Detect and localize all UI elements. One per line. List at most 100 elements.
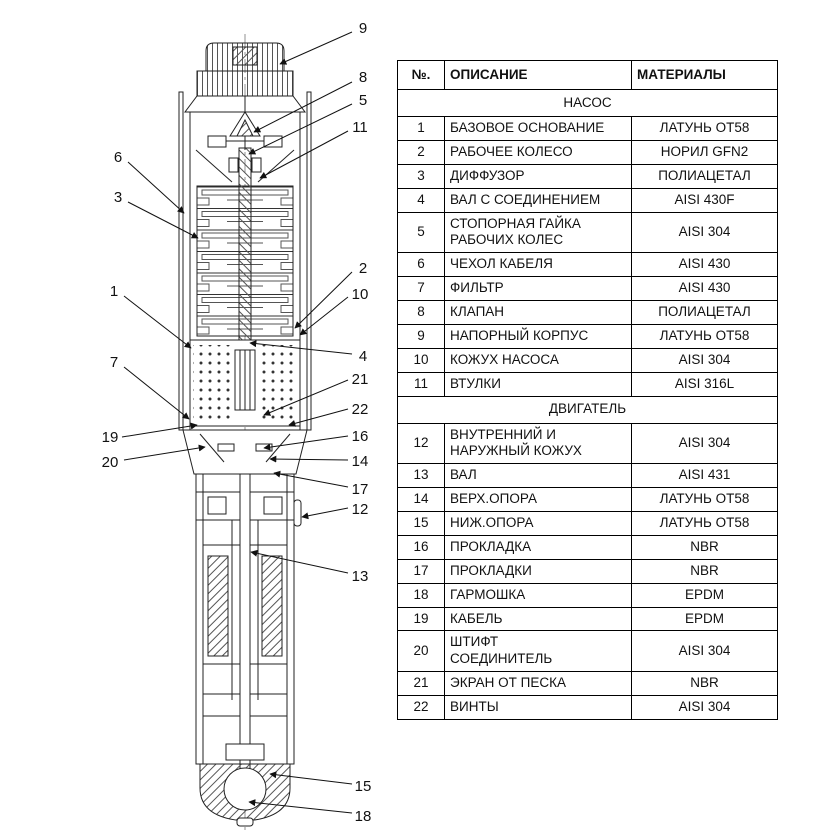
part-mat-cell: ЛАТУНЬ OT58 xyxy=(631,323,778,349)
part-desc-cell: ДИФФУЗОР xyxy=(444,163,632,189)
part-desc-cell: ФИЛЬТР xyxy=(444,276,632,301)
callout-label-19: 19 xyxy=(102,429,119,446)
part-desc-cell: ЧЕХОЛ КАБЕЛЯ xyxy=(444,252,632,278)
part-num-cell: 12 xyxy=(397,422,445,465)
leader-line-10 xyxy=(299,296,349,336)
leader-line-17 xyxy=(273,470,349,488)
leader-line-3 xyxy=(127,201,199,239)
leader-line-2 xyxy=(294,271,353,329)
header-description-col: ОПИСАНИЕ xyxy=(444,60,632,90)
leader-line-19 xyxy=(121,422,198,438)
callout-label-11: 11 xyxy=(352,119,368,136)
header-materials-col: МАТЕРИАЛЫ xyxy=(631,60,778,90)
bushing xyxy=(251,157,262,173)
part-mat-cell: ЛАТУНЬ OT58 xyxy=(631,116,778,141)
part-num-cell: 8 xyxy=(397,300,445,325)
part-num-cell: 16 xyxy=(397,534,445,560)
part-mat-cell: ЛАТУНЬ OT58 xyxy=(631,487,778,512)
callout-label-17: 17 xyxy=(352,481,369,498)
header-number-col: №. xyxy=(397,60,445,90)
part-num-cell: 14 xyxy=(397,487,445,512)
leader-line-11 xyxy=(259,130,349,179)
part-mat-cell: AISI 430F xyxy=(631,187,778,213)
callout-label-15: 15 xyxy=(355,778,372,795)
head-flange xyxy=(196,70,294,97)
part-num-cell: 19 xyxy=(397,606,445,632)
stator-winding-left xyxy=(207,555,229,657)
callout-label-6: 6 xyxy=(114,149,122,166)
leader-line-20 xyxy=(123,444,206,461)
callout-label-4: 4 xyxy=(359,348,367,365)
callout-label-14: 14 xyxy=(352,453,369,470)
leader-line-4 xyxy=(249,340,353,355)
part-num-cell: 13 xyxy=(397,463,445,489)
part-desc-cell: ВНУТРЕННИЙ И НАРУЖНЫЙ КОЖУХ xyxy=(444,422,632,465)
stator-winding-right xyxy=(261,555,283,657)
callout-label-21: 21 xyxy=(352,371,369,388)
part-num-cell: 11 xyxy=(397,371,445,397)
part-desc-cell: ВАЛ С СОЕДИНЕНИЕМ xyxy=(444,187,632,213)
part-desc-cell: БАЗОВОЕ ОСНОВАНИЕ xyxy=(444,116,632,141)
part-desc-cell: НИЖ.ОПОРА xyxy=(444,511,632,536)
leader-line-22 xyxy=(288,408,349,427)
part-desc-cell: ВЕРХ.ОПОРА xyxy=(444,487,632,512)
filter-perforations-right xyxy=(259,345,297,422)
section-title: НАСОС xyxy=(397,89,778,117)
callout-label-9: 9 xyxy=(359,20,367,37)
leader-line-13 xyxy=(250,549,349,574)
gasket xyxy=(217,443,235,452)
threaded-bore xyxy=(232,46,258,66)
part-num-cell: 18 xyxy=(397,582,445,608)
part-num-cell: 5 xyxy=(397,211,445,254)
part-mat-cell: ЛАТУНЬ OT58 xyxy=(631,511,778,536)
part-mat-cell: AISI 304 xyxy=(631,211,778,254)
part-desc-cell: ГАРМОШКА xyxy=(444,582,632,608)
pump-outline xyxy=(178,34,312,830)
part-num-cell: 6 xyxy=(397,252,445,278)
part-mat-cell: AISI 316L xyxy=(631,371,778,397)
callout-label-18: 18 xyxy=(355,808,372,825)
part-desc-cell: КЛАПАН xyxy=(444,300,632,325)
leader-line-15 xyxy=(269,771,353,785)
callout-label-2: 2 xyxy=(359,260,367,277)
callout-label-8: 8 xyxy=(359,69,367,86)
part-mat-cell: AISI 304 xyxy=(631,630,778,673)
part-num-cell: 20 xyxy=(397,630,445,673)
callout-label-12: 12 xyxy=(352,501,369,518)
leader-line-12 xyxy=(301,507,349,520)
part-desc-cell: ШТИФТ СОЕДИНИТЕЛЬ xyxy=(444,630,632,673)
pump-shaft xyxy=(238,147,252,371)
bellows-dome xyxy=(223,767,267,811)
leader-line-14 xyxy=(269,455,349,463)
callout-label-20: 20 xyxy=(102,454,119,471)
leader-line-7 xyxy=(123,366,190,420)
part-num-cell: 3 xyxy=(397,163,445,189)
part-desc-cell: СТОПОРНАЯ ГАЙКА РАБОЧИХ КОЛЕС xyxy=(444,211,632,254)
callout-label-16: 16 xyxy=(352,428,369,445)
part-num-cell: 21 xyxy=(397,671,445,696)
leader-line-21 xyxy=(263,379,349,416)
bottom-plug xyxy=(236,817,254,827)
section-row: НАСОС xyxy=(397,89,778,117)
part-mat-cell: EPDM xyxy=(631,582,778,608)
part-mat-cell: EPDM xyxy=(631,606,778,632)
part-mat-cell: AISI 304 xyxy=(631,695,778,720)
leader-line-1 xyxy=(123,295,192,349)
part-mat-cell: AISI 431 xyxy=(631,463,778,489)
leader-line-6 xyxy=(127,161,185,214)
